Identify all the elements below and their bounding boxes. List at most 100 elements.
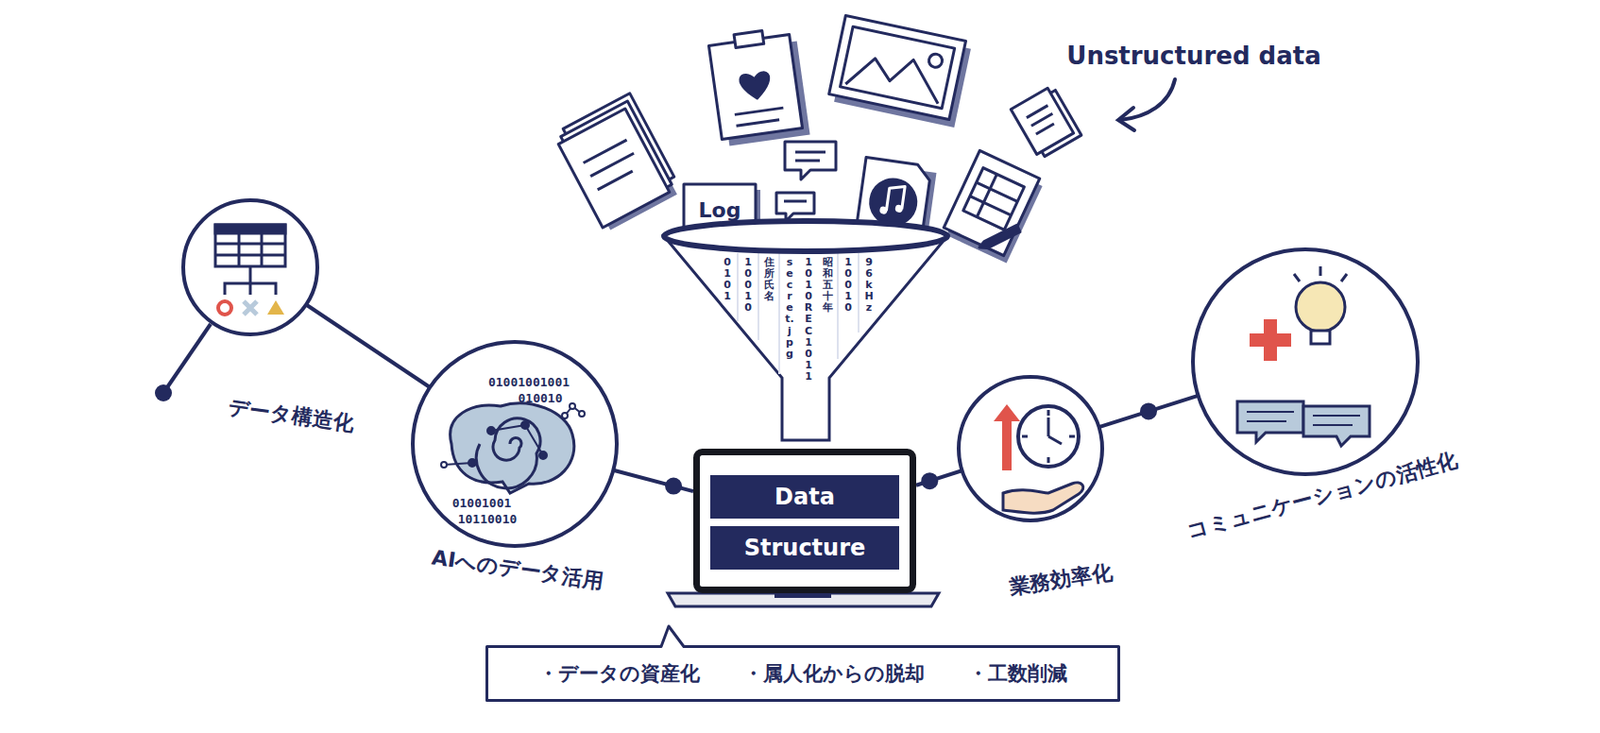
illustration-part bbox=[1036, 123, 1055, 135]
illustration-part bbox=[1319, 266, 1323, 276]
connector-dot bbox=[1140, 402, 1158, 420]
illustration-part bbox=[215, 224, 286, 234]
illustration-part bbox=[450, 403, 575, 494]
illustration-part bbox=[976, 182, 1019, 202]
illustration-part bbox=[218, 301, 232, 315]
data-fragment: 住所 氏名 bbox=[764, 256, 775, 303]
illustration-part bbox=[441, 403, 585, 468]
data-fragment: secret.jpg bbox=[784, 256, 796, 360]
illustration-part bbox=[521, 421, 529, 429]
illustration-part bbox=[784, 141, 836, 180]
node-outline bbox=[181, 198, 320, 337]
illustration-part bbox=[667, 593, 939, 607]
illustration-part bbox=[868, 176, 920, 228]
illustration-part bbox=[1293, 273, 1300, 282]
illustration-part bbox=[1010, 85, 1082, 159]
data-fragment: 1010 REC 1011 bbox=[803, 256, 815, 383]
binary-text: 01001001001 bbox=[488, 374, 570, 390]
illustration-part bbox=[963, 168, 1025, 231]
table-icon bbox=[215, 224, 286, 295]
illustration-part bbox=[1312, 424, 1353, 426]
circle-outline bbox=[1192, 249, 1418, 475]
illustration-part bbox=[739, 71, 771, 101]
illustration-part bbox=[993, 404, 1021, 471]
concept-circle: データ構造化 bbox=[181, 198, 320, 337]
illustration-part bbox=[249, 266, 253, 284]
illustration-part bbox=[163, 323, 211, 393]
illustration-part bbox=[784, 141, 836, 180]
illustration-part bbox=[468, 459, 477, 467]
illustration-part bbox=[558, 108, 670, 228]
brain-icon bbox=[441, 403, 585, 494]
illustration-part bbox=[840, 26, 955, 108]
illustration-part bbox=[734, 107, 783, 115]
illustration-part bbox=[1341, 273, 1347, 282]
illustration-part bbox=[1246, 420, 1287, 423]
illustration-part bbox=[215, 242, 286, 246]
illustration-part bbox=[894, 204, 903, 213]
illustration-part bbox=[845, 47, 946, 104]
illustration-part bbox=[491, 425, 526, 431]
pointer-arrow bbox=[1118, 79, 1175, 131]
data-fragment: 昭和五十年 bbox=[822, 256, 834, 314]
illustration-part bbox=[215, 254, 286, 257]
illustration-part bbox=[707, 26, 810, 148]
illustration-part bbox=[1018, 406, 1079, 467]
illustration-part bbox=[238, 233, 241, 267]
illustration-part bbox=[836, 253, 839, 359]
illustration-part bbox=[1237, 401, 1304, 443]
illustration-part bbox=[154, 384, 172, 402]
illustration-part bbox=[795, 151, 826, 154]
illustration-part bbox=[970, 196, 1012, 216]
illustration-part bbox=[1010, 87, 1073, 154]
illustration-part bbox=[776, 192, 815, 222]
illustration-part bbox=[1048, 436, 1062, 444]
connector-line bbox=[306, 305, 429, 387]
illustration-part bbox=[733, 30, 765, 48]
node-outline bbox=[956, 374, 1105, 523]
illustration-part bbox=[260, 233, 264, 267]
connector-dot bbox=[920, 472, 938, 490]
illustration-part bbox=[795, 159, 820, 163]
illustration-part bbox=[757, 253, 760, 341]
illustration-part bbox=[224, 283, 276, 295]
illustration-part bbox=[539, 451, 547, 460]
illustration-part bbox=[412, 341, 617, 546]
callout-box: ・データの資産化・属人化からの脱却・工数削減 bbox=[485, 645, 1121, 702]
connector-line bbox=[1099, 395, 1197, 427]
circle-outline bbox=[958, 376, 1103, 521]
illustration-part bbox=[553, 93, 683, 233]
concept-circle: コミュニケーションの活性化 bbox=[1191, 247, 1420, 477]
binary-text: 010010 bbox=[518, 391, 563, 406]
circle-outline bbox=[183, 200, 318, 335]
illustration-part bbox=[1312, 414, 1361, 417]
data-icons bbox=[553, 15, 1082, 263]
illustration-part bbox=[1303, 406, 1370, 446]
illustration-part bbox=[663, 221, 948, 252]
illustration-part bbox=[1246, 411, 1361, 426]
funnel bbox=[663, 221, 948, 441]
illustration-part bbox=[941, 150, 1045, 263]
illustration-part bbox=[778, 253, 781, 375]
illustration-part bbox=[525, 425, 544, 456]
screen-band: Structure bbox=[710, 526, 900, 570]
laptop-screen: DataStructure bbox=[693, 448, 917, 594]
illustration-part bbox=[1069, 435, 1075, 439]
illustration-part bbox=[1021, 435, 1028, 439]
left-terminal bbox=[154, 323, 211, 402]
file-label: Log bbox=[698, 198, 742, 222]
annotation-label: Unstructured data bbox=[1066, 41, 1321, 70]
illustration-part bbox=[1031, 113, 1054, 126]
laptop-base bbox=[667, 593, 939, 607]
illustration-part bbox=[879, 205, 888, 215]
illustration-part bbox=[1310, 330, 1330, 344]
illustration-part bbox=[829, 15, 967, 120]
illustration-part bbox=[1293, 266, 1347, 282]
illustration-part bbox=[827, 15, 972, 127]
callout-outline bbox=[487, 626, 1120, 701]
circle-heading: コミュニケーションの活性化 bbox=[1184, 445, 1462, 545]
illustration-part bbox=[183, 200, 318, 335]
illustration-part bbox=[1021, 409, 1075, 463]
circle-outline bbox=[412, 341, 617, 546]
